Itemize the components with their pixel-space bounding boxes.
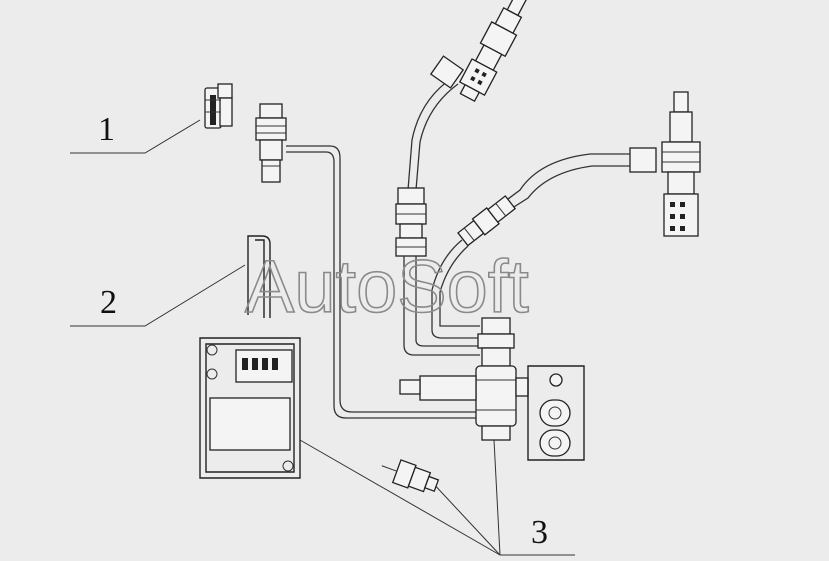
callout-2: 2: [70, 264, 246, 327]
callout-1: 1: [70, 111, 201, 154]
pipe-fitting-icon: [457, 195, 517, 247]
control-unit-icon: [199, 337, 301, 479]
callout-1-leader: [70, 119, 201, 154]
callout-1-number: 1: [98, 111, 115, 148]
watermark-text: AutoSoft: [245, 245, 529, 328]
pipe-fitting-icon: [395, 187, 427, 257]
spark-plug-icon: [458, 0, 530, 103]
valve-bracket: [527, 365, 585, 461]
sensor-pipe: [286, 145, 480, 413]
callout-3-number: 3: [531, 514, 548, 551]
pipe-fitting-icon: [204, 83, 233, 129]
sensor-icon: [381, 459, 440, 493]
callout-2-leader: [70, 264, 246, 327]
callout-3-leader-ecu: [299, 439, 501, 556]
spark-plug-icon: [629, 91, 701, 237]
right-injector-pipe: [499, 153, 630, 206]
solenoid-valve-icon: [399, 317, 585, 461]
callout-2-number: 2: [100, 284, 117, 321]
callout-3: 3: [299, 439, 575, 556]
bracket: [247, 235, 271, 318]
callout-3-leader-sensor: [429, 479, 501, 556]
callout-3-leader-valve: [493, 439, 501, 556]
sensor-icon: [255, 103, 287, 183]
